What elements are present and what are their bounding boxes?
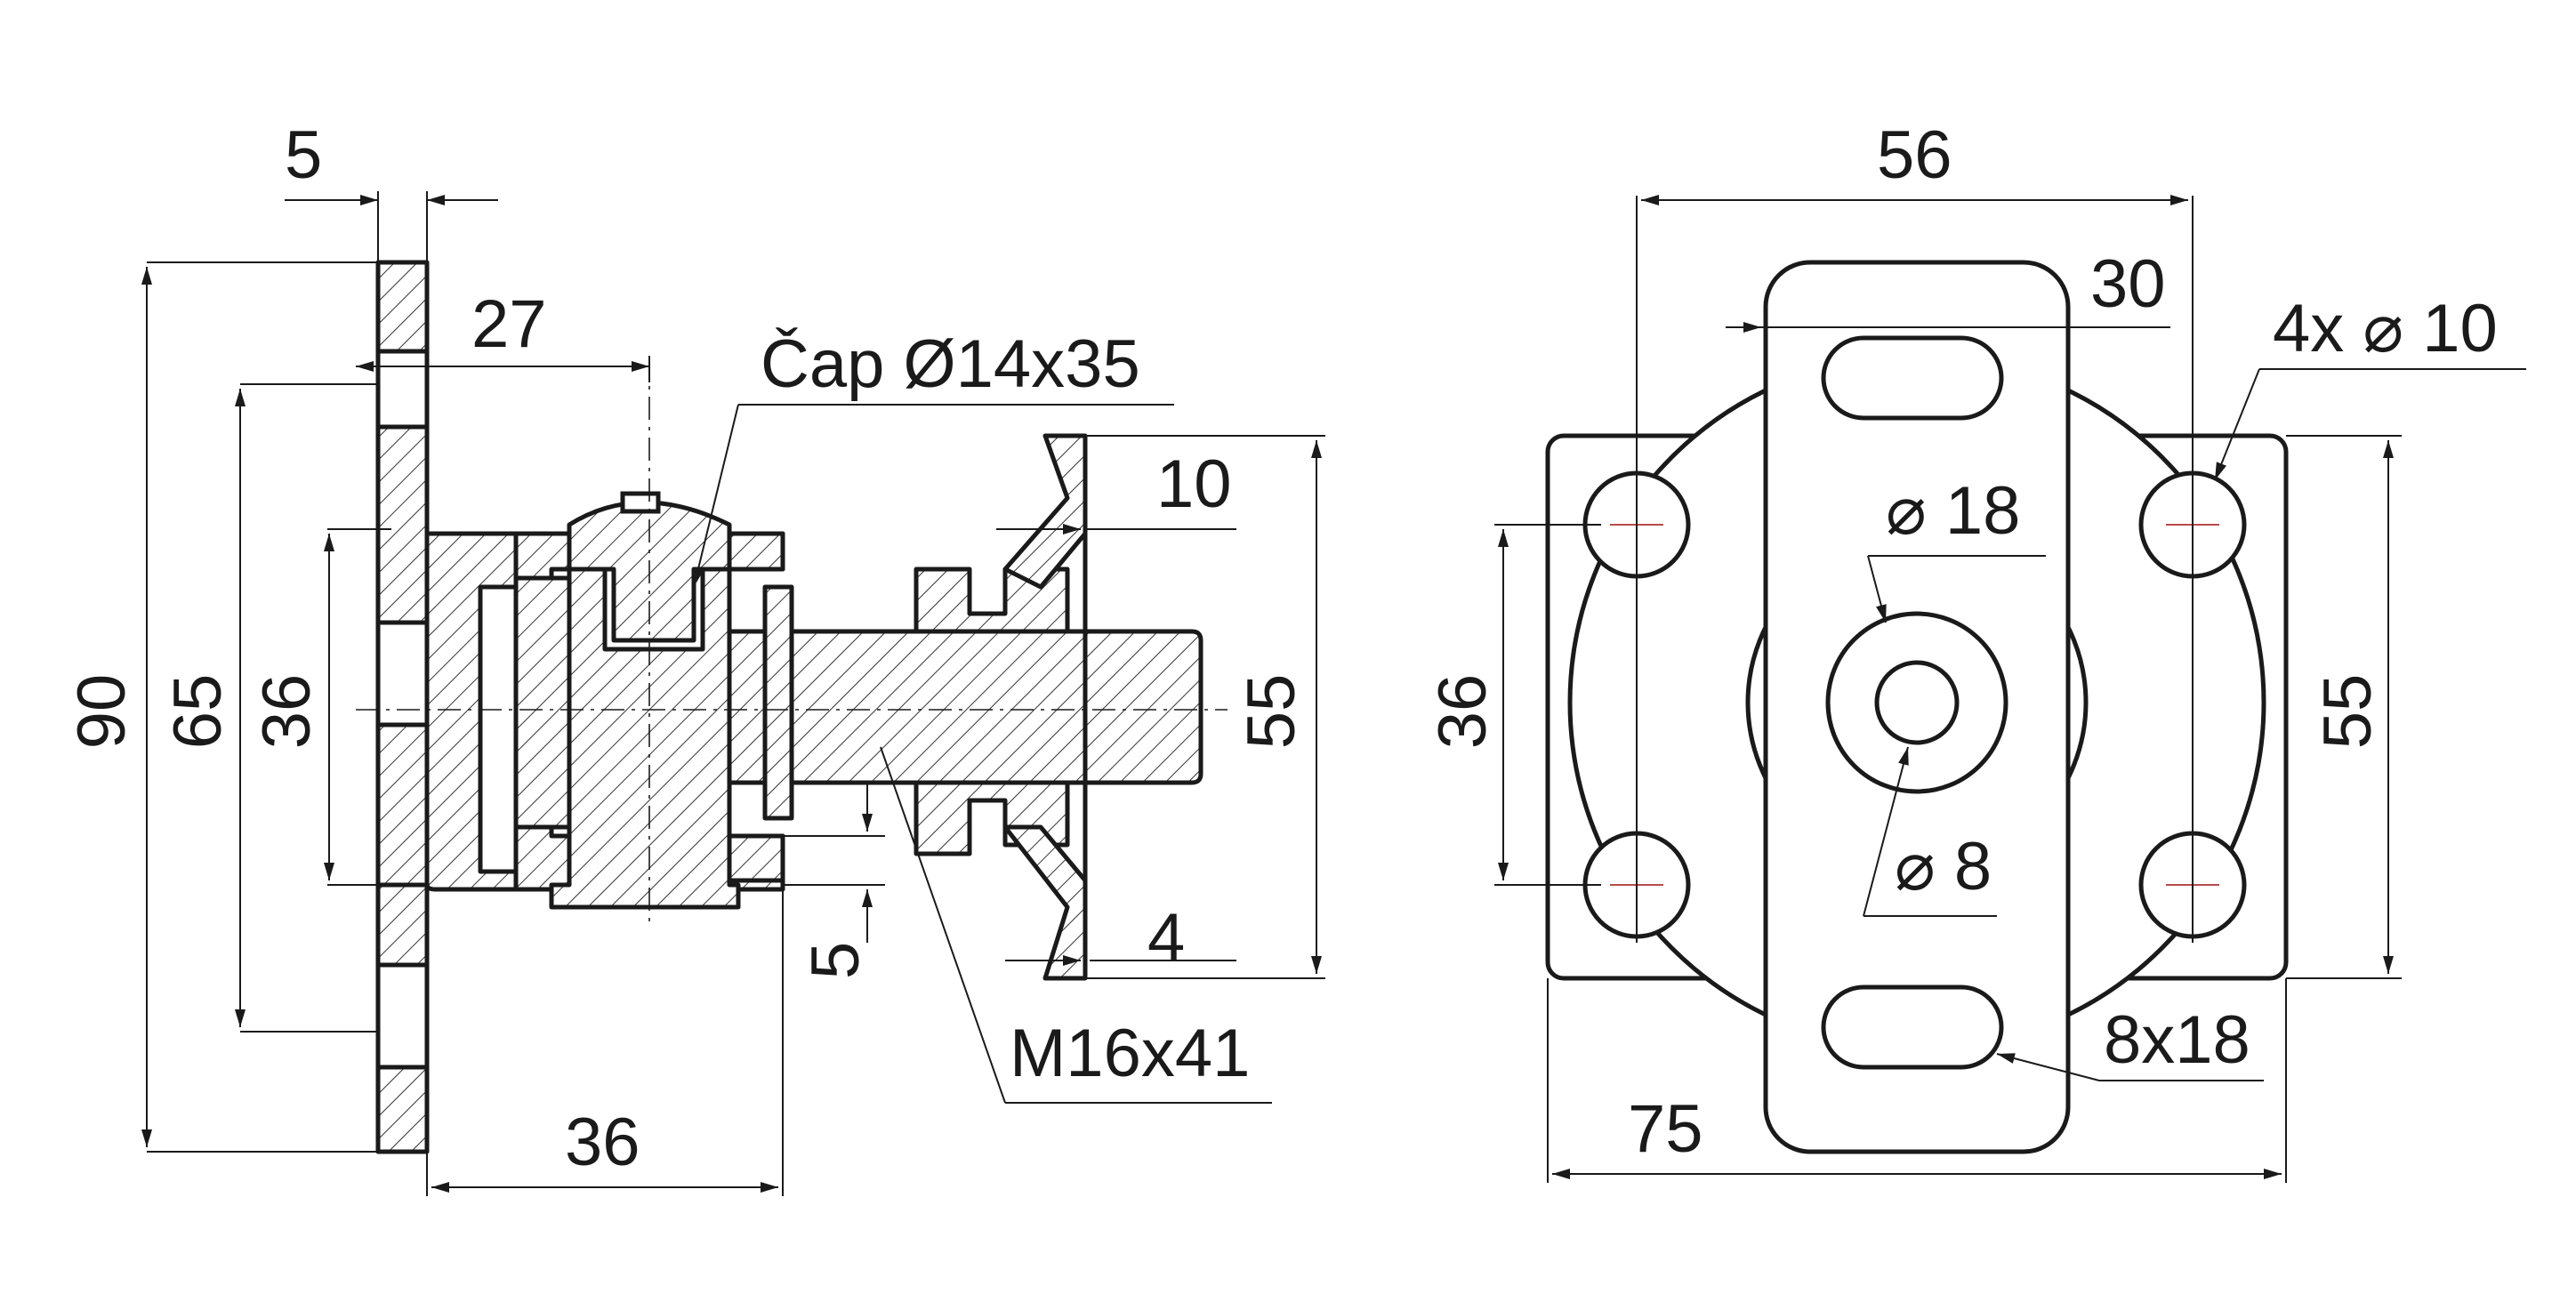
bracket-body xyxy=(424,531,519,892)
side-section-view: 5 27 Čap Ø14x35 90 65 36 36 xyxy=(64,117,1325,1196)
slot-top xyxy=(1821,335,2004,421)
dim-slot: 8x18 xyxy=(2104,1002,2250,1078)
dim-bore-inner: ⌀ 8 xyxy=(1895,829,1992,904)
dim-offset: 27 xyxy=(471,286,547,362)
wall-plate xyxy=(375,260,430,1154)
washer-bottom xyxy=(727,833,785,883)
label-pin: Čap Ø14x35 xyxy=(761,326,1140,402)
dim-bore-outer: ⌀ 18 xyxy=(1886,473,2020,549)
dim-slot-width: 30 xyxy=(2090,246,2166,322)
dim-inner-height: 36 xyxy=(249,674,325,750)
dim-plate-thickness: 5 xyxy=(285,117,322,193)
rocker-plate-bottom xyxy=(1002,824,1088,981)
label-bolt: M16x41 xyxy=(1010,1016,1250,1091)
front-view: 56 30 4x ⌀ 10 ⌀ 18 ⌀ 8 36 55 8x18 xyxy=(1425,117,2526,1183)
pin-body xyxy=(549,567,741,910)
dim-total-height: 90 xyxy=(64,674,140,750)
bolt-collar xyxy=(762,584,794,821)
dim-nut-height: 5 xyxy=(798,942,873,979)
bracket-inner-plate xyxy=(513,575,572,830)
dim-hole-pitch: 65 xyxy=(160,674,236,750)
dim-washer: 10 xyxy=(1156,446,1232,522)
bore-outer xyxy=(1825,611,2008,794)
dim-gap: 4 xyxy=(1147,900,1185,976)
washer-top xyxy=(727,531,785,572)
bolt-shaft xyxy=(727,629,1203,785)
dim-base-depth: 36 xyxy=(565,1105,640,1180)
dim-plate-width: 75 xyxy=(1628,1091,1703,1167)
rocker-plate-top xyxy=(1002,433,1088,590)
dim-holes: 4x ⌀ 10 xyxy=(2273,291,2498,366)
pin-slot xyxy=(620,491,661,514)
slotted-plate xyxy=(1763,260,2071,1154)
bore-inner xyxy=(1874,660,1960,745)
dim-hole-spacing-y: 36 xyxy=(1425,674,1501,750)
dim-plate-height: 55 xyxy=(1234,674,1309,750)
dim-plate-height-front: 55 xyxy=(2310,674,2386,750)
slot-bottom xyxy=(1821,985,2004,1070)
dim-hole-spacing-x: 56 xyxy=(1877,117,1952,193)
